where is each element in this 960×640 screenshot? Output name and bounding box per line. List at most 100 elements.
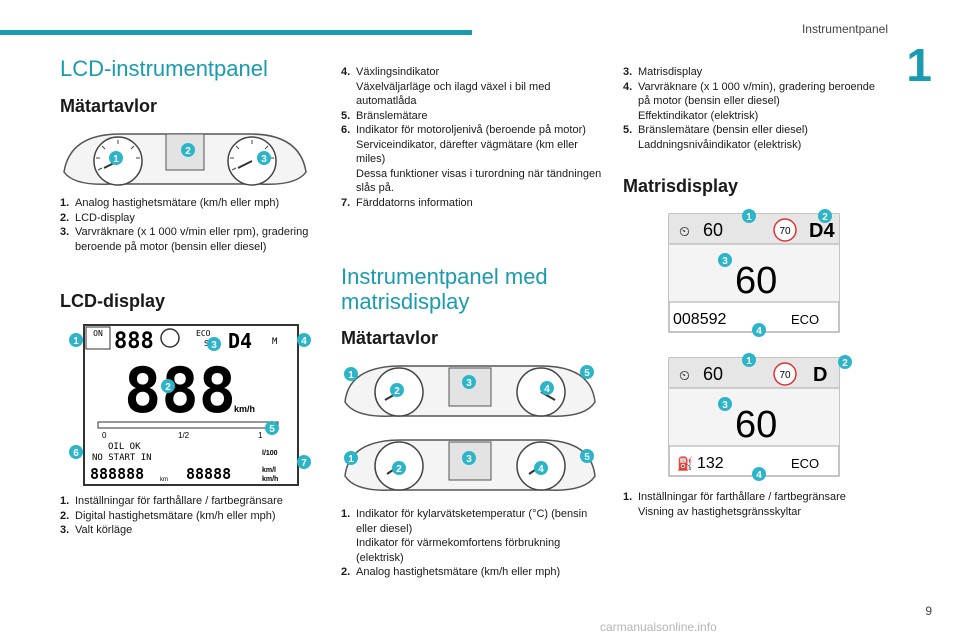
svg-text:3: 3 bbox=[466, 378, 472, 389]
list-matrix-continued: 3.Matrisdisplay 4.Varvräknare (x 1 000 v… bbox=[623, 65, 885, 152]
list-item: 5.Bränslemätare (bensin eller diesel)Lad… bbox=[623, 124, 808, 151]
subtitle-lcd-display: LCD-display bbox=[60, 291, 166, 311]
svg-text:ECO: ECO bbox=[196, 329, 211, 338]
svg-text:km/h: km/h bbox=[262, 476, 278, 483]
list-item: 1.Inställningar för farthållare / fartbe… bbox=[60, 495, 283, 507]
list-item: 1.Inställningar för farthållare / fartbe… bbox=[623, 491, 846, 518]
svg-text:5: 5 bbox=[584, 452, 590, 463]
list-item: 3.Valt körläge bbox=[60, 524, 133, 536]
speed-limit-icon: ⏲ bbox=[679, 367, 690, 383]
svg-text:l/100: l/100 bbox=[262, 450, 278, 457]
list-item: 1.Indikator för kylarvätsketemperatur (°… bbox=[341, 508, 588, 564]
chapter-number: 1 bbox=[906, 39, 932, 91]
svg-text:4: 4 bbox=[538, 464, 544, 475]
svg-text:3: 3 bbox=[466, 454, 472, 465]
svg-text:008592: 008592 bbox=[673, 311, 726, 328]
speed-sign-icon bbox=[773, 362, 797, 386]
svg-text:4: 4 bbox=[544, 384, 550, 395]
svg-text:1: 1 bbox=[746, 212, 752, 223]
svg-text:60: 60 bbox=[735, 260, 777, 302]
svg-text:2: 2 bbox=[396, 464, 402, 475]
svg-text:1: 1 bbox=[73, 336, 79, 347]
svg-text:888: 888 bbox=[114, 329, 154, 354]
svg-text:60: 60 bbox=[735, 404, 777, 446]
svg-text:km/h: km/h bbox=[234, 404, 255, 414]
list-item: 1.Analog hastighetsmätare (km/h eller mp… bbox=[60, 197, 280, 209]
svg-text:ECO: ECO bbox=[791, 312, 819, 327]
svg-text:0: 0 bbox=[102, 431, 107, 440]
svg-text:70: 70 bbox=[779, 226, 791, 237]
list-item: 2.LCD-display bbox=[60, 211, 135, 224]
svg-text:2: 2 bbox=[394, 386, 400, 397]
svg-text:5: 5 bbox=[584, 368, 590, 379]
svg-text:1: 1 bbox=[348, 454, 354, 465]
svg-text:1: 1 bbox=[348, 370, 354, 381]
matrix-display-figure-1: ⏲ 60 70 D4 60 008592 ECO 1 2 3 4 bbox=[668, 209, 840, 337]
callout-2: 2 bbox=[185, 146, 191, 157]
svg-text:OIL OK: OIL OK bbox=[108, 442, 141, 452]
svg-text:km: km bbox=[160, 477, 168, 483]
section-title-lcd: LCD-instrumentpanel bbox=[60, 56, 268, 81]
svg-text:NO START IN: NO START IN bbox=[92, 453, 152, 463]
fuel-pump-icon: ⛽ bbox=[677, 456, 693, 471]
svg-text:S: S bbox=[204, 339, 209, 348]
list-item: 6.Indikator för motoroljenivå (beroende … bbox=[341, 124, 602, 194]
subtitle-matrix-display: Matrisdisplay bbox=[623, 176, 739, 196]
svg-text:88888: 88888 bbox=[186, 465, 231, 483]
svg-text:3: 3 bbox=[722, 400, 728, 411]
matrix-cluster-figure-1: 1 2 3 4 5 bbox=[344, 365, 596, 417]
svg-text:3: 3 bbox=[722, 256, 728, 267]
header-accent-bar bbox=[0, 30, 472, 35]
svg-text:1/2: 1/2 bbox=[178, 431, 190, 440]
svg-text:1: 1 bbox=[258, 431, 263, 440]
svg-text:4: 4 bbox=[756, 326, 762, 337]
list-lcd-display: 1.Inställningar för farthållare / fartbe… bbox=[60, 494, 310, 538]
subtitle-gauges-matrix: Mätartavlor bbox=[341, 328, 439, 348]
lcd-display-figure: ON 888 ECO S D4 M 888 km/h 0 1/2 1 OIL O… bbox=[69, 324, 311, 486]
svg-text:D: D bbox=[813, 364, 827, 386]
svg-text:70: 70 bbox=[779, 370, 791, 381]
list-matrix-display: 1.Inställningar för farthållare / fartbe… bbox=[623, 490, 885, 519]
svg-text:2: 2 bbox=[842, 358, 848, 369]
page-number: 9 bbox=[925, 604, 932, 618]
svg-text:60: 60 bbox=[703, 364, 723, 384]
svg-text:7: 7 bbox=[301, 458, 307, 469]
list-gauges: 1.Analog hastighetsmätare (km/h eller mp… bbox=[60, 196, 310, 254]
speed-limit-icon: ⏲ bbox=[679, 223, 690, 239]
callout-3: 3 bbox=[261, 154, 267, 165]
list-item: 7.Färddatorns information bbox=[341, 196, 473, 209]
matrix-cluster-figure-2: 1 2 3 4 5 bbox=[344, 439, 596, 491]
list-item: 3.Matrisdisplay bbox=[623, 66, 703, 78]
svg-text:D4: D4 bbox=[809, 220, 835, 242]
running-header: Instrumentpanel bbox=[801, 22, 888, 36]
svg-text:ON: ON bbox=[93, 329, 103, 338]
svg-text:888: 888 bbox=[124, 354, 236, 427]
lcd-cluster-figure: 1 2 3 bbox=[63, 133, 307, 186]
list-item: 3.Varvräknare (x 1 000 v/min eller rpm),… bbox=[60, 226, 309, 253]
svg-text:2: 2 bbox=[165, 382, 171, 393]
svg-text:D4: D4 bbox=[228, 329, 252, 353]
svg-text:ECO: ECO bbox=[791, 456, 819, 471]
svg-text:3: 3 bbox=[211, 340, 217, 351]
svg-text:888888: 888888 bbox=[90, 465, 144, 483]
svg-text:4: 4 bbox=[756, 470, 762, 481]
speed-sign-icon bbox=[773, 218, 797, 242]
watermark: carmanualsonline.info bbox=[600, 620, 717, 634]
svg-text:132: 132 bbox=[697, 455, 724, 472]
list-item: 5.Bränslemätare bbox=[341, 109, 428, 122]
svg-text:6: 6 bbox=[73, 448, 79, 459]
svg-text:1: 1 bbox=[746, 356, 752, 367]
svg-text:M: M bbox=[272, 337, 278, 347]
list-item: 2.Analog hastighetsmätare (km/h eller mp… bbox=[341, 566, 561, 578]
list-item: 2.Digital hastighetsmätare (km/h eller m… bbox=[60, 509, 276, 522]
svg-text:4: 4 bbox=[301, 336, 307, 347]
svg-text:2: 2 bbox=[822, 212, 828, 223]
list-matrix-gauges: 1.Indikator för kylarvätsketemperatur (°… bbox=[341, 507, 603, 580]
callout-1: 1 bbox=[113, 154, 119, 165]
matrix-display-figure-2: ⏲ 60 70 D 60 ⛽ 132 ECO 1 2 3 4 bbox=[668, 353, 852, 481]
subtitle-gauges: Mätartavlor bbox=[60, 96, 158, 116]
svg-text:km/l: km/l bbox=[262, 467, 276, 474]
